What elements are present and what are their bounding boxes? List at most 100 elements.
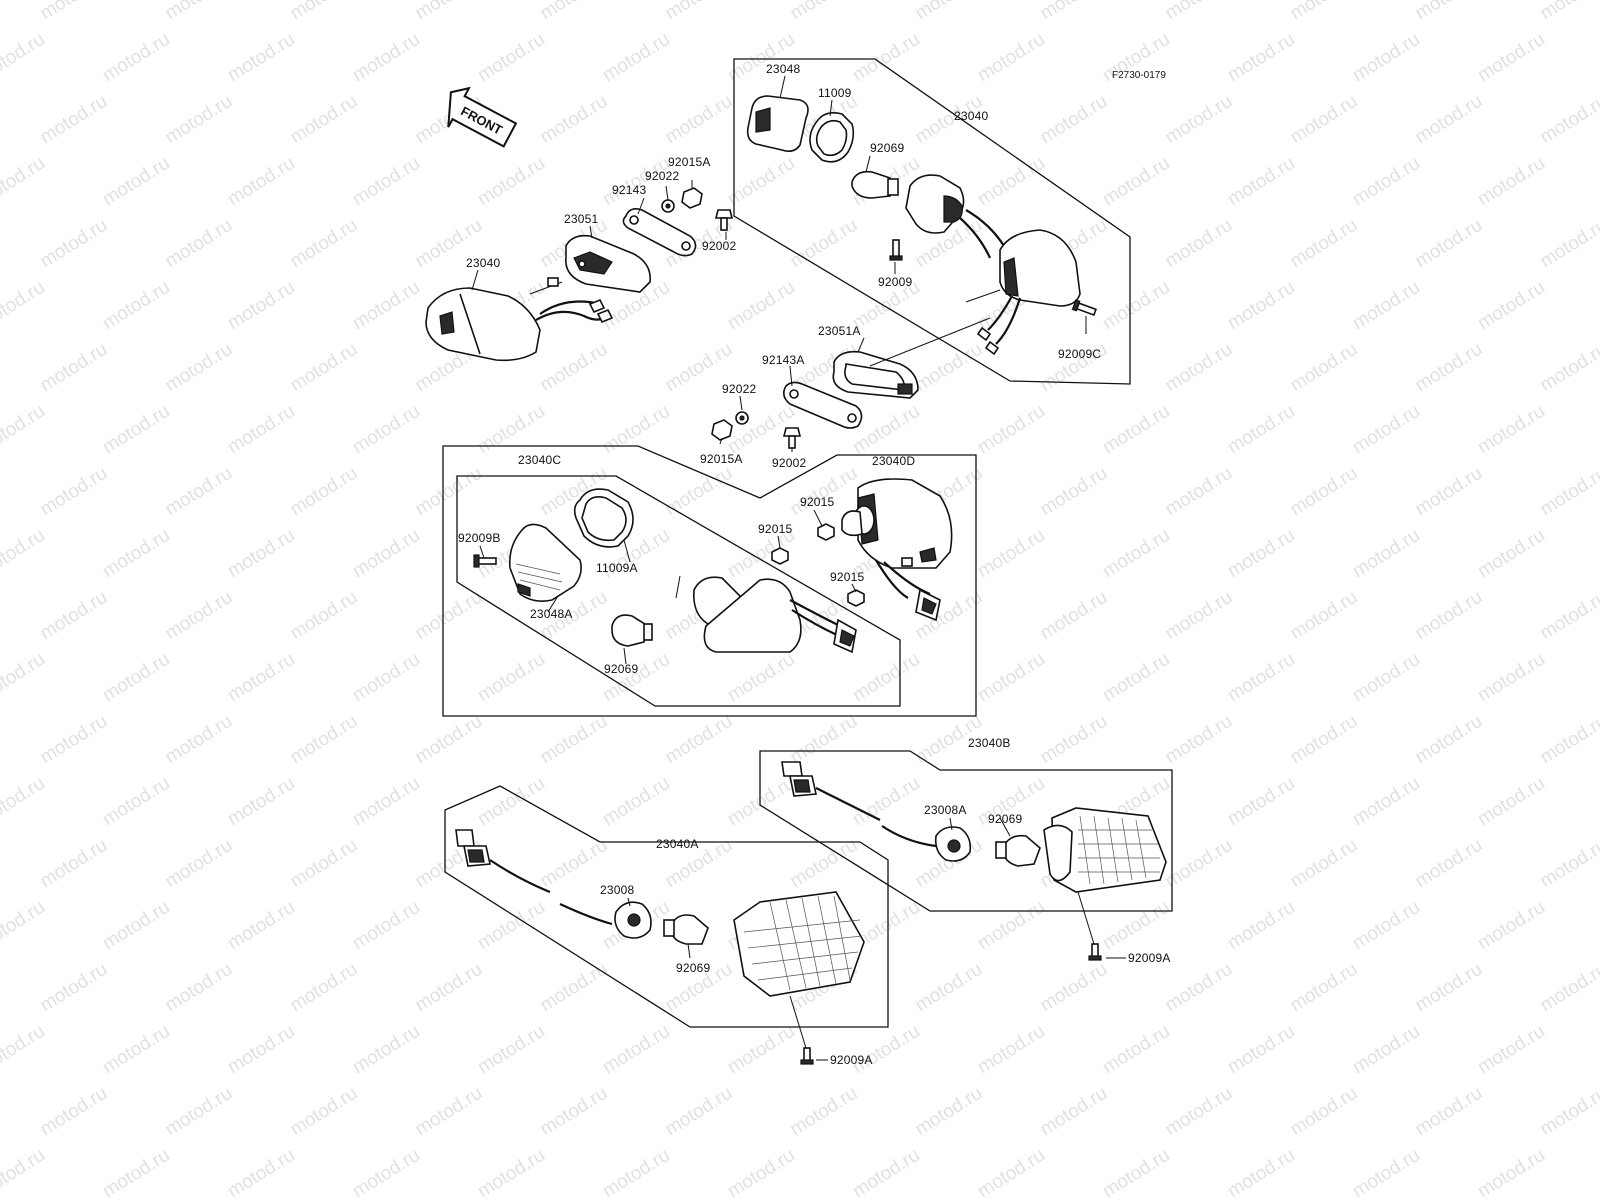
watermark-text: motod.ru	[224, 525, 299, 583]
watermark-text: motod.ru	[974, 401, 1049, 459]
watermark-text: motod.ru	[1412, 91, 1487, 149]
watermark-text: motod.ru	[474, 649, 549, 707]
watermark-text: motod.ru	[99, 1021, 174, 1079]
watermark-text: motod.ru	[99, 29, 174, 87]
watermark-text: motod.ru	[1349, 29, 1424, 87]
watermark-text: motod.ru	[599, 1145, 674, 1200]
bracket-23051	[565, 234, 651, 293]
plate-92143A	[782, 381, 863, 429]
watermark-text: motod.ru	[0, 525, 49, 583]
watermark-text: motod.ru	[162, 959, 237, 1017]
label-23040A: 23040A	[656, 837, 699, 851]
watermark-text: motod.ru	[1412, 463, 1487, 521]
watermark-text: motod.ru	[1349, 1145, 1424, 1200]
watermark-text: motod.ru	[1537, 463, 1600, 521]
watermark-text: motod.ru	[974, 1021, 1049, 1079]
label-92015A-top: 92015A	[668, 155, 711, 169]
label-23040-left: 23040	[466, 256, 500, 270]
watermark-text: motod.ru	[599, 1021, 674, 1079]
watermark-text: motod.ru	[599, 401, 674, 459]
watermark-text: motod.ru	[787, 1083, 862, 1141]
watermark-text: motod.ru	[1349, 773, 1424, 831]
label-92022-mid: 92022	[722, 382, 756, 396]
watermark-text: motod.ru	[37, 587, 112, 645]
watermark-text: motod.ru	[1474, 525, 1549, 583]
label-92015-b: 92015	[758, 522, 792, 536]
watermark-text: motod.ru	[162, 587, 237, 645]
watermark-text: motod.ru	[287, 463, 362, 521]
watermark-text: motod.ru	[287, 1083, 362, 1141]
watermark-text: motod.ru	[1349, 897, 1424, 955]
watermark-text: motod.ru	[1287, 835, 1362, 893]
watermark-text: motod.ru	[662, 1083, 737, 1141]
watermark-text: motod.ru	[37, 959, 112, 1017]
watermark-text: motod.ru	[849, 773, 924, 831]
watermark-text: motod.ru	[1224, 1145, 1299, 1200]
watermark-text: motod.ru	[37, 711, 112, 769]
bulb-92069-top	[851, 170, 899, 199]
lens-grid-23040B	[1078, 815, 1160, 885]
watermark-text: motod.ru	[1287, 463, 1362, 521]
watermark-text: motod.ru	[974, 153, 1049, 211]
watermark-text: motod.ru	[0, 29, 49, 87]
watermark-text: motod.ru	[99, 1145, 174, 1200]
watermark-text: motod.ru	[412, 587, 487, 645]
watermark-text: motod.ru	[1412, 0, 1487, 24]
watermark-text: motod.ru	[1349, 277, 1424, 335]
label-23051A: 23051A	[818, 324, 861, 338]
nut-92015-a	[771, 547, 789, 565]
watermark-text: motod.ru	[474, 153, 549, 211]
watermark-text: motod.ru	[224, 1145, 299, 1200]
watermark-text: motod.ru	[412, 0, 487, 24]
drawing-ref: F2730-0179	[1112, 70, 1166, 81]
watermark-text: motod.ru	[787, 711, 862, 769]
watermark-text: motod.ru	[37, 1083, 112, 1141]
watermark-text: motod.ru	[1224, 277, 1299, 335]
nut-92015A-top	[681, 187, 703, 209]
watermark-text: motod.ru	[1287, 215, 1362, 273]
label-92143: 92143	[612, 183, 646, 197]
label-92015-c: 92015	[830, 570, 864, 584]
watermark-text: motod.ru	[1162, 91, 1237, 149]
watermark-text: motod.ru	[1474, 401, 1549, 459]
watermark-text: motod.ru	[287, 711, 362, 769]
label-92069-top: 92069	[870, 141, 904, 155]
watermark-text: motod.ru	[37, 0, 112, 24]
label-92002-mid: 92002	[772, 456, 806, 470]
screw-92009C	[1071, 299, 1097, 317]
watermark-text: motod.ru	[349, 897, 424, 955]
label-23040C: 23040C	[518, 453, 561, 467]
label-92015-a: 92015	[800, 495, 834, 509]
watermark-text: motod.ru	[662, 711, 737, 769]
watermark-text: motod.ru	[349, 525, 424, 583]
watermark-text: motod.ru	[349, 773, 424, 831]
nut-92015-b	[817, 523, 835, 541]
watermark-text: motod.ru	[1037, 91, 1112, 149]
bolt-92002-top	[714, 209, 734, 231]
watermark-text: motod.ru	[1412, 959, 1487, 1017]
watermark-text: motod.ru	[162, 215, 237, 273]
watermark-text: motod.ru	[37, 91, 112, 149]
watermark-text: motod.ru	[1412, 711, 1487, 769]
watermark-text: motod.ru	[1537, 1083, 1600, 1141]
watermark-text: motod.ru	[1224, 153, 1299, 211]
watermark-text: motod.ru	[974, 897, 1049, 955]
watermark-text: motod.ru	[349, 1021, 424, 1079]
watermark-text: motod.ru	[1287, 711, 1362, 769]
watermark-text: motod.ru	[287, 835, 362, 893]
watermark-text: motod.ru	[287, 959, 362, 1017]
label-92002-top: 92002	[702, 239, 736, 253]
watermark-text: motod.ru	[1224, 29, 1299, 87]
watermark-text: motod.ru	[162, 463, 237, 521]
watermark-text: motod.ru	[224, 773, 299, 831]
watermark-text: motod.ru	[1412, 835, 1487, 893]
watermark-text: motod.ru	[1287, 1083, 1362, 1141]
watermark-text: motod.ru	[99, 401, 174, 459]
watermark-text: motod.ru	[662, 91, 737, 149]
watermark-text: motod.ru	[99, 153, 174, 211]
watermark-text: motod.ru	[1412, 215, 1487, 273]
watermark-text: motod.ru	[1099, 277, 1174, 335]
watermark-text: motod.ru	[1537, 835, 1600, 893]
nut-92015-c	[847, 589, 865, 607]
